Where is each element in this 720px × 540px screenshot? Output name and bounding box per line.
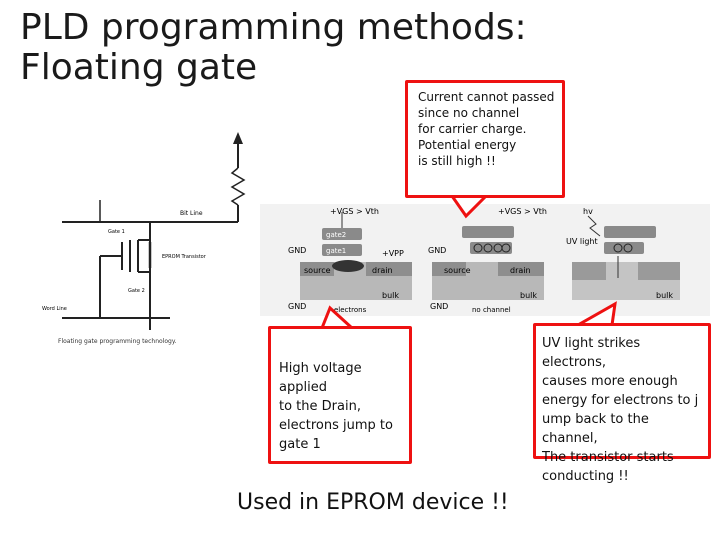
- p1-electrons-label: electrons: [334, 306, 367, 314]
- p3-hv-label: hv: [583, 207, 593, 216]
- p1-drain-label: drain: [372, 266, 393, 275]
- callout-high-voltage: High voltage applied to the Drain, elect…: [268, 326, 412, 464]
- p1-gnd-bottom: GND: [288, 302, 306, 311]
- callout-uv-light: UV light strikes electrons, causes more …: [533, 323, 711, 484]
- p2-source-label: source: [444, 266, 471, 275]
- p3-uv-light-label: UV light: [566, 237, 598, 246]
- cross-section-panel-1: +VGS > Vth gate2 gate1 GND +VPP source d…: [288, 207, 412, 314]
- p2-bulk-label: bulk: [520, 291, 537, 300]
- word-line-label: Word Line: [42, 306, 67, 312]
- gate1-label: Gate 1: [108, 229, 125, 235]
- callout-right-text: UV light strikes electrons, causes more …: [542, 336, 699, 484]
- p2-gnd-left: GND: [428, 246, 446, 255]
- title-line-1: PLD programming methods:: [20, 7, 527, 48]
- p1-source-label: source: [304, 266, 331, 275]
- gate2-label: Gate 2: [128, 288, 145, 294]
- cross-section-panel-2: +VGS > Vth GND source drain bulk GND no …: [428, 207, 547, 314]
- title-line-2: Floating gate: [20, 47, 258, 88]
- p2-drain-label: drain: [510, 266, 531, 275]
- p1-gate2-label: gate2: [326, 231, 346, 239]
- callout-left-text: High voltage applied to the Drain, elect…: [279, 361, 393, 452]
- bit-line-label: Bit Line: [180, 210, 203, 217]
- p1-vpp-label: +VPP: [382, 249, 404, 258]
- cross-section-panel-3: hv UV light bulk: [566, 207, 680, 300]
- eprom-transistor-label: EPROM Transistor: [162, 254, 207, 260]
- circuit-caption: Floating gate programming technology.: [58, 338, 177, 345]
- arrow-up-icon: [233, 132, 243, 144]
- p1-gnd-left: GND: [288, 246, 306, 255]
- p2-no-channel-label: no channel: [472, 306, 511, 314]
- callout-no-current: Current cannot passed since no channel f…: [405, 80, 565, 198]
- eprom-circuit-schematic: [62, 140, 246, 319]
- p3-bulk-label: bulk: [656, 291, 673, 300]
- p1-gate1-label: gate1: [326, 247, 346, 255]
- page-title: PLD programming methods: Floating gate: [20, 8, 527, 88]
- p2-gnd-bottom: GND: [430, 302, 448, 311]
- eprom-note: Used in EPROM device !!: [237, 490, 509, 515]
- p1-top-label: +VGS > Vth: [330, 207, 379, 216]
- p2-top-label: +VGS > Vth: [498, 207, 547, 216]
- p1-bulk-label: bulk: [382, 291, 399, 300]
- callout-top-text: Current cannot passed since no channel f…: [418, 90, 555, 168]
